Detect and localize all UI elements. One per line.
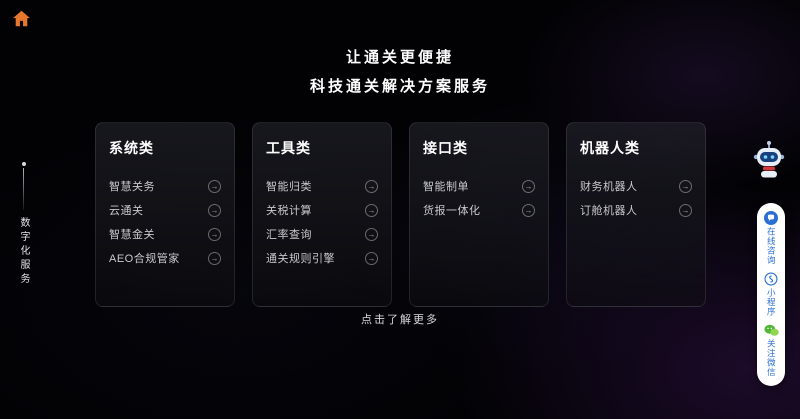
wechat-follow-label: 关注微信 <box>766 338 777 377</box>
card-item-label: 智慧金关 <box>109 229 155 241</box>
learn-more-link[interactable]: 点击了解更多 <box>361 314 439 326</box>
arrow-circle-icon: → <box>522 203 535 217</box>
card-item[interactable]: 智慧关务 → <box>109 174 221 198</box>
arrow-circle-icon: → <box>522 179 535 193</box>
card-item-label: 关税计算 <box>266 205 312 217</box>
card-item[interactable]: 货报一体化 → <box>423 198 535 222</box>
card-title: 接口类 <box>423 140 468 156</box>
card-item[interactable]: 订舱机器人 → <box>580 198 692 222</box>
wechat-icon <box>763 324 779 336</box>
arrow-circle-icon: → <box>208 227 221 241</box>
card-robots: 机器人类 财务机器人 → 订舱机器人 → <box>566 122 706 307</box>
card-item[interactable]: 智能归类 → <box>266 174 378 198</box>
card-system: 系统类 智慧关务 → 云通关 → 智慧金关 → AEO合规管家 → <box>95 122 235 307</box>
miniprogram-button[interactable]: 小程序 <box>764 272 778 317</box>
card-interface: 接口类 智能制单 → 货报一体化 → <box>409 122 549 307</box>
card-item-label: 通关规则引擎 <box>266 253 335 265</box>
card-title: 工具类 <box>266 140 311 156</box>
card-item[interactable]: AEO合规管家 → <box>109 246 221 270</box>
online-consult-label: 在线咨询 <box>766 227 777 265</box>
card-item[interactable]: 智慧金关 → <box>109 222 221 246</box>
cards-row: 系统类 智慧关务 → 云通关 → 智慧金关 → AEO合规管家 → 工具类 智能… <box>95 122 706 307</box>
chat-bubble-icon <box>764 211 778 225</box>
rail-dot <box>21 162 26 166</box>
card-tools: 工具类 智能归类 → 关税计算 → 汇率查询 → 通关规则引擎 → <box>252 122 392 307</box>
arrow-circle-icon: → <box>679 179 692 193</box>
card-item[interactable]: 关税计算 → <box>266 198 378 222</box>
miniprogram-label: 小程序 <box>766 288 777 317</box>
home-icon <box>12 10 30 26</box>
card-title: 机器人类 <box>580 140 640 156</box>
arrow-circle-icon: → <box>365 227 378 241</box>
online-consult-button[interactable]: 在线咨询 <box>764 211 778 265</box>
card-item-label: 智能制单 <box>423 181 469 193</box>
side-rail: 数字化服务 <box>16 162 31 287</box>
card-item-label: 智慧关务 <box>109 181 155 193</box>
arrow-circle-icon: → <box>679 203 692 217</box>
arrow-circle-icon: → <box>208 251 221 265</box>
miniprogram-icon <box>764 272 778 286</box>
hero-title-line1: 让通关更便捷 <box>345 49 454 66</box>
robot-icon <box>753 141 785 178</box>
floating-toolbar: 在线咨询 小程序 关注微信 <box>757 203 785 386</box>
card-item-label: 智能归类 <box>266 181 312 193</box>
card-item[interactable]: 云通关 → <box>109 198 221 222</box>
arrow-circle-icon: → <box>365 203 378 217</box>
home-button[interactable] <box>10 8 32 28</box>
arrow-circle-icon: → <box>208 203 221 217</box>
card-item[interactable]: 财务机器人 → <box>580 174 692 198</box>
hero-heading: 让通关更便捷 科技通关解决方案服务 <box>0 46 800 96</box>
card-item[interactable]: 智能制单 → <box>423 174 535 198</box>
card-item-label: 财务机器人 <box>580 181 638 193</box>
card-item-label: 汇率查询 <box>266 229 312 241</box>
card-item-label: 云通关 <box>109 205 144 217</box>
card-item-label: 订舱机器人 <box>580 205 638 217</box>
arrow-circle-icon: → <box>365 251 378 265</box>
card-item[interactable]: 汇率查询 → <box>266 222 378 246</box>
wechat-follow-button[interactable]: 关注微信 <box>763 324 779 377</box>
card-title: 系统类 <box>109 140 154 156</box>
arrow-circle-icon: → <box>208 179 221 193</box>
side-vertical-label: 数字化服务 <box>18 217 29 287</box>
card-item[interactable]: 通关规则引擎 → <box>266 246 378 270</box>
arrow-circle-icon: → <box>365 179 378 193</box>
card-item-label: 货报一体化 <box>423 205 481 217</box>
assistant-robot-avatar[interactable] <box>750 139 788 179</box>
rail-line <box>23 168 24 210</box>
card-item-label: AEO合规管家 <box>109 253 180 265</box>
hero-title-line2: 科技通关解决方案服务 <box>309 78 490 95</box>
